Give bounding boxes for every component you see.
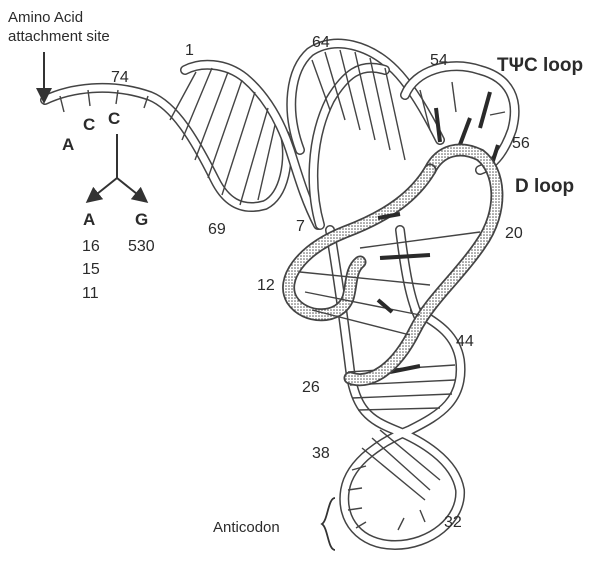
rrna-g-value: 530	[128, 238, 155, 255]
position-32: 32	[444, 514, 462, 531]
position-12: 12	[257, 277, 275, 294]
position-7: 7	[296, 218, 305, 235]
acceptor-stem	[45, 65, 318, 225]
base-a-end: A	[62, 135, 74, 154]
amino-acid-label-line2: attachment site	[8, 28, 110, 45]
position-69: 69	[208, 221, 226, 238]
d-loop-label: D loop	[515, 176, 574, 197]
branch-arrows	[92, 134, 142, 198]
position-38: 38	[312, 445, 330, 462]
base-c-last: C	[108, 109, 120, 128]
tpsic-loop-label: TΨC loop	[497, 55, 583, 76]
amino-acid-label-line1: Amino Acid	[8, 9, 83, 26]
position-26: 26	[302, 379, 320, 396]
position-74: 74	[111, 69, 129, 86]
base-c-mid: C	[83, 115, 95, 134]
position-54: 54	[430, 52, 448, 69]
anticodon-label: Anticodon	[213, 519, 280, 536]
rrna-a-value-3: 11	[82, 285, 99, 302]
rrna-a-value-1: 16	[82, 238, 100, 255]
position-20: 20	[505, 225, 523, 242]
position-1: 1	[185, 42, 194, 59]
base-g-branch: G	[135, 210, 148, 229]
base-a-branch: A	[83, 210, 95, 229]
anticodon-arm	[322, 230, 461, 550]
position-64: 64	[312, 34, 330, 51]
position-56: 56	[512, 135, 530, 152]
position-44: 44	[456, 333, 474, 350]
rrna-a-value-2: 15	[82, 261, 100, 278]
